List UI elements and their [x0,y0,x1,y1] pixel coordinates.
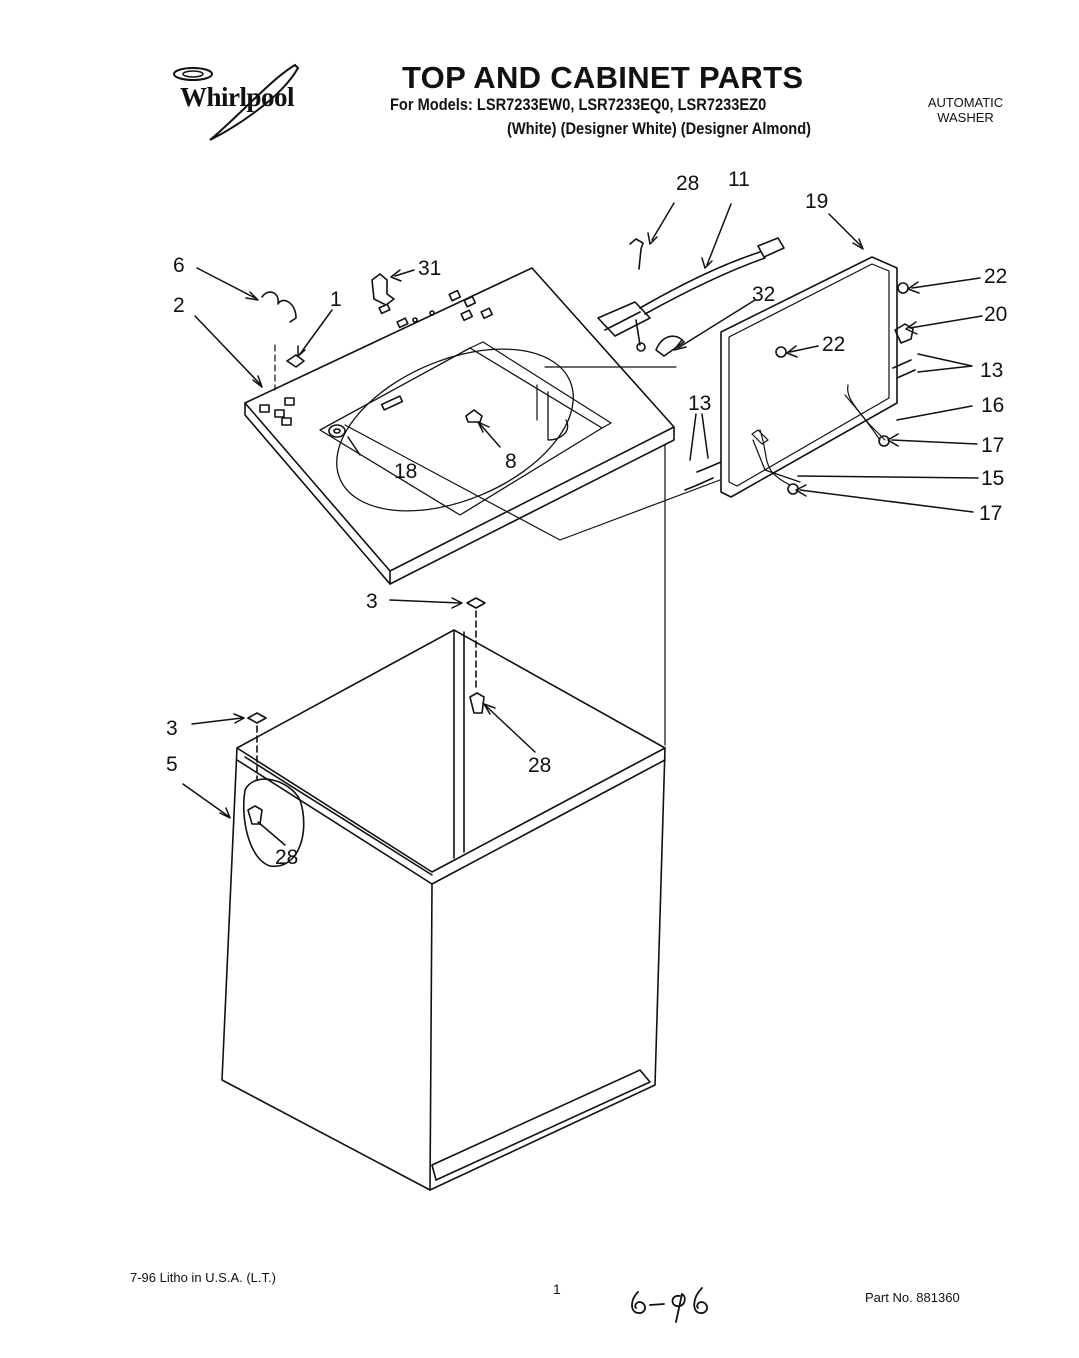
callout-28-cutaway: 28 [275,846,298,869]
part-22-screw-b [897,282,909,294]
clip-guide-lines [256,610,477,781]
callout-28-cabinet: 28 [528,754,551,777]
callout-18: 18 [394,460,417,483]
callout-8: 8 [505,450,517,473]
part-28-screw-top [629,238,644,270]
callout-17-lower: 17 [979,502,1002,525]
cutaway-view [242,778,305,867]
variants-line: (White) (Designer White) (Designer Almon… [507,119,812,138]
logo-swirl-icon [173,63,300,141]
part-13-screw-a [684,477,714,491]
part-number: Part No. 881360 [865,1290,960,1305]
models-line: For Models: LSR7233EW0, LSR7233EQ0, LSR7… [390,95,767,114]
part-3-clip-b [247,712,267,724]
part-8-screw [465,409,483,423]
alignment-lines [274,344,721,746]
callout-19: 19 [805,190,828,213]
callout-5: 5 [166,753,178,776]
part-32-actuator [655,335,685,357]
part-22-screw-a [775,346,787,358]
callout-15: 15 [981,467,1004,490]
top-panel [244,267,675,585]
callout-13-right: 13 [980,359,1003,382]
brand-name: Whirlpool [180,82,295,112]
part-19-console-back [720,256,898,498]
callout-2: 2 [173,294,185,317]
part-6-clip [261,291,297,323]
callout-22-left: 22 [822,333,845,356]
part-13-screw-b [696,461,722,473]
part-31-bracket [371,273,395,306]
part-3-clip-a [466,597,486,609]
page-title: TOP AND CABINET PARTS [402,60,804,95]
handwritten-date-note [631,1287,708,1323]
callout-6: 6 [173,254,185,277]
product-type: AUTOMATIC WASHER [918,95,1013,125]
part-20-bracket [894,323,914,344]
callout-31: 31 [418,257,441,280]
callout-1: 1 [330,288,342,311]
callout-32: 32 [752,283,775,306]
whirlpool-logo: Whirlpool [160,60,325,145]
part-17-knob-a [878,435,890,447]
part-1-clip [286,354,305,368]
callout-20: 20 [984,303,1007,326]
callout-labels: 6 2 1 31 28 11 19 32 22 20 22 13 13 16 1… [166,168,1007,869]
part-28-screw-cutaway [247,805,263,825]
product-type-line2: WASHER [937,110,994,125]
callout-3-upper: 3 [366,590,378,613]
print-info: 7-96 Litho in U.S.A. (L.T.) [130,1270,276,1285]
cabinet [221,629,666,1191]
part-15-16-wiring [751,384,886,486]
callout-11: 11 [728,168,750,191]
callout-17-upper: 17 [981,434,1004,457]
part-11-lid-switch-harness [597,237,785,352]
callout-16: 16 [981,394,1004,417]
leader-arrows [182,202,983,846]
part-13-screws-right [892,359,916,379]
part-18-bumper [328,424,346,438]
part-28-screw-cabinet [469,692,485,714]
page-number: 1 [553,1281,561,1297]
callout-3-lower: 3 [166,717,178,740]
product-type-line1: AUTOMATIC [927,95,1004,110]
callout-28-top: 28 [676,172,699,195]
callout-13-left: 13 [688,392,711,415]
callout-22-right: 22 [984,265,1007,288]
